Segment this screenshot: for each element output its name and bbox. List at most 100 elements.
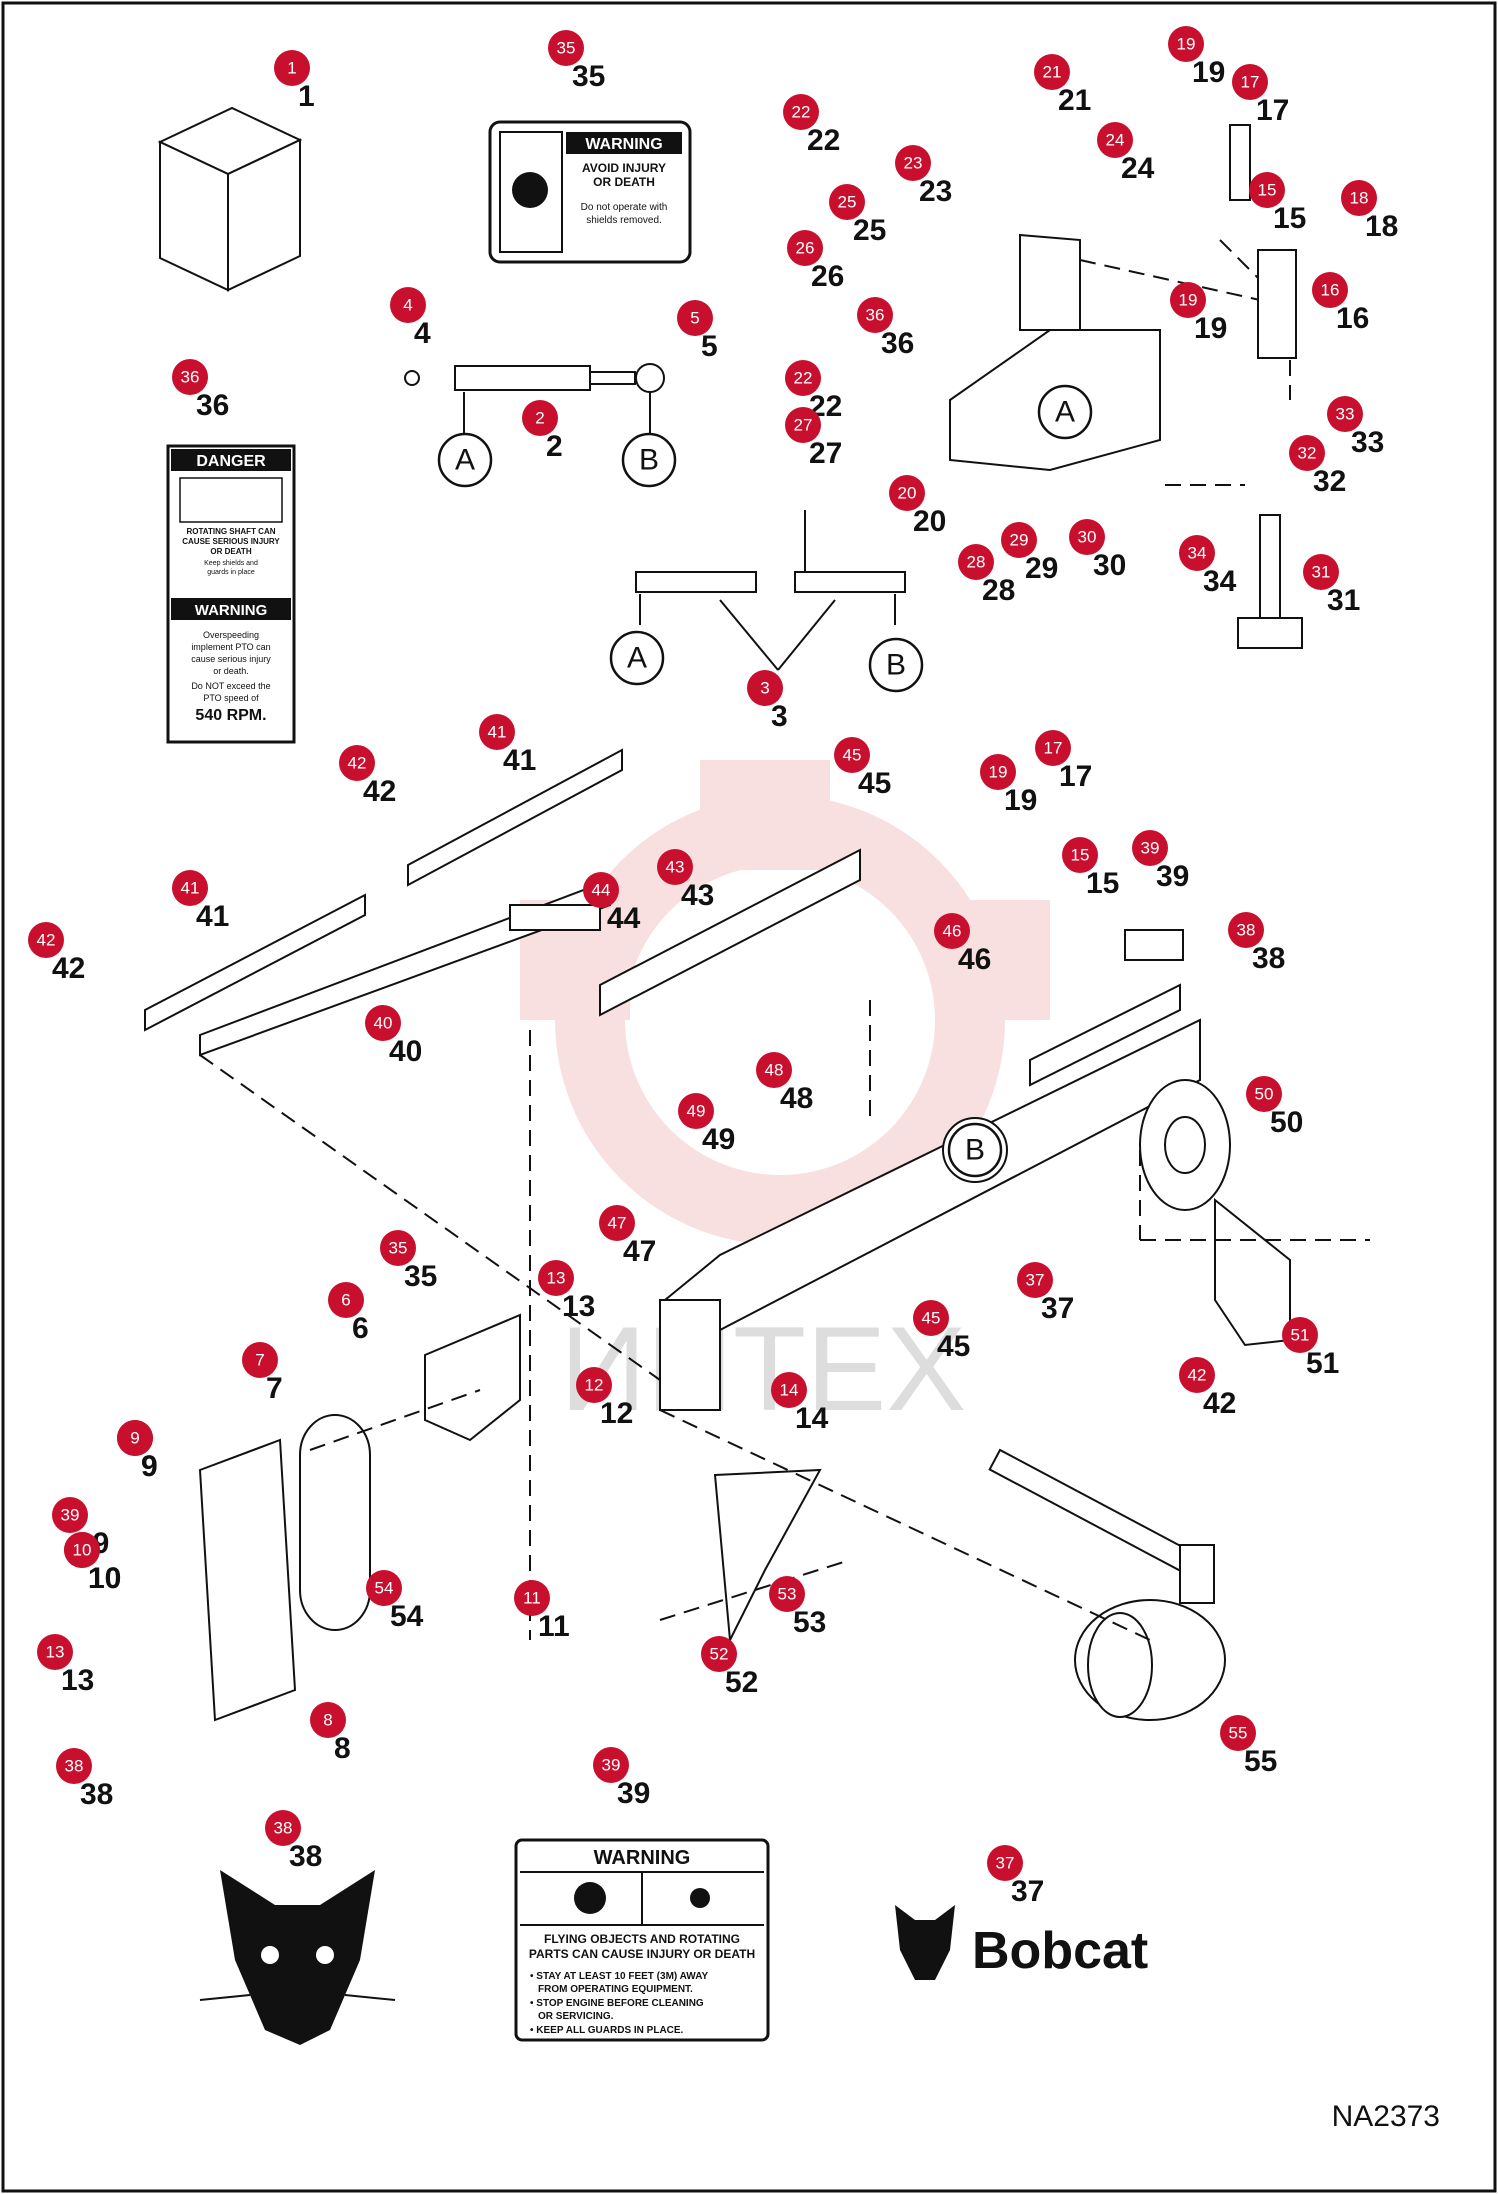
callout-badge-circle <box>829 184 865 220</box>
callout-badge-20: 20 <box>889 475 925 511</box>
callout-badge-39: 39 <box>593 1747 629 1783</box>
callout-badge-28: 28 <box>958 544 994 580</box>
callout-badge-42: 42 <box>28 922 64 958</box>
decal-39-line: • STAY AT LEAST 10 FEET (3M) AWAY <box>530 1971 708 1982</box>
callout-number-40: 40 <box>389 1035 422 1068</box>
callout-number-52: 52 <box>725 1666 758 1699</box>
callout-badge-label: 21 <box>1043 63 1062 82</box>
callout-badge-label: 41 <box>181 879 200 898</box>
callout-badge-13: 13 <box>538 1260 574 1296</box>
callout-badge-label: 24 <box>1106 131 1125 150</box>
callout-badge-42: 42 <box>339 745 375 781</box>
callout-layer: 1122334455667788991010111112121313131314… <box>28 26 1398 1908</box>
svg-text:A: A <box>627 642 647 675</box>
callout-badge-circle <box>895 145 931 181</box>
decal-36-line: PTO speed of <box>203 693 259 703</box>
callout-badge-label: 45 <box>922 1309 941 1328</box>
callout-number-13: 13 <box>562 1290 595 1323</box>
callout-number-22: 22 <box>807 124 840 157</box>
watermark-gear-logo <box>520 760 1050 1245</box>
decal-36-line: ROTATING SHAFT CAN <box>186 527 275 536</box>
callout-badge-label: 9 <box>130 1429 139 1448</box>
callout-badge-circle <box>1312 272 1348 308</box>
callout-badge-label: 17 <box>1241 73 1260 92</box>
callout-number-39: 39 <box>617 1777 650 1810</box>
callout-number-42: 42 <box>363 775 396 808</box>
callout-badge-circle <box>117 1420 153 1456</box>
callout-badge-label: 34 <box>1188 544 1207 563</box>
callout-number-37: 37 <box>1041 1292 1074 1325</box>
callout-badge-circle <box>1097 122 1133 158</box>
callout-badge-circle <box>365 1005 401 1041</box>
callout-badge-circle <box>599 1205 635 1241</box>
callout-badge-6: 6 <box>328 1282 364 1318</box>
callout-badge-label: 32 <box>1298 444 1317 463</box>
callout-badge-circle <box>1327 396 1363 432</box>
callout-badge-11: 11 <box>514 1580 550 1616</box>
callout-badge-circle <box>37 1634 73 1670</box>
callout-badge-circle <box>889 475 925 511</box>
callout-number-19: 19 <box>1004 784 1037 817</box>
callout-badge-circle <box>678 1093 714 1129</box>
callout-badge-circle <box>785 407 821 443</box>
callout-badge-22: 22 <box>785 360 821 396</box>
callout-badge-21: 21 <box>1034 54 1070 90</box>
callout-number-38: 38 <box>1252 942 1285 975</box>
callout-badge-circle <box>380 1230 416 1266</box>
callout-number-24: 24 <box>1121 152 1155 185</box>
callout-badge-label: 5 <box>690 309 699 328</box>
callout-badge-34: 34 <box>1179 535 1215 571</box>
callout-badge-label: 38 <box>65 1757 84 1776</box>
callout-number-11: 11 <box>538 1610 570 1643</box>
callout-badge-circle <box>987 1845 1023 1881</box>
callout-badge-2: 2 <box>522 400 558 436</box>
decal-38-bobcat-head <box>199 1870 396 2045</box>
ref-a-cylinder: A <box>437 432 493 488</box>
callout-badge-label: 25 <box>838 193 857 212</box>
callout-badge-circle <box>328 1282 364 1318</box>
callout-number-35: 35 <box>572 60 605 93</box>
callout-badge-35: 35 <box>548 30 584 66</box>
callout-badge-19: 19 <box>1168 26 1204 62</box>
callout-badge-circle <box>1289 435 1325 471</box>
callout-badge-circle <box>172 870 208 906</box>
callout-badge-circle <box>1001 522 1037 558</box>
callout-number-3: 3 <box>771 700 788 733</box>
callout-badge-circle <box>242 1342 278 1378</box>
callout-number-53: 53 <box>793 1606 826 1639</box>
callout-badge-circle <box>1232 64 1268 100</box>
callout-badge-circle <box>756 1052 792 1088</box>
callout-number-44: 44 <box>607 902 641 935</box>
callout-badge-circle <box>1246 1076 1282 1112</box>
callout-badge-1: 1 <box>274 50 310 86</box>
callout-number-31: 31 <box>1327 584 1360 617</box>
callout-badge-circle <box>538 1260 574 1296</box>
callout-badge-circle <box>1168 26 1204 62</box>
callout-badge-label: 36 <box>866 306 885 325</box>
callout-badge-17: 17 <box>1035 730 1071 766</box>
callout-number-1: 1 <box>298 80 315 113</box>
callout-badge-label: 40 <box>374 1014 393 1033</box>
decal-35-line: shields removed. <box>586 215 662 226</box>
callout-badge-18: 18 <box>1341 180 1377 216</box>
callout-badge-circle <box>576 1367 612 1403</box>
svg-text:B: B <box>965 1134 985 1167</box>
callout-badge-48: 48 <box>756 1052 792 1088</box>
callout-number-54: 54 <box>390 1600 424 1633</box>
callout-badge-label: 22 <box>792 103 811 122</box>
main-frame <box>144 748 1291 1722</box>
callout-badge-circle <box>28 922 64 958</box>
callout-badge-circle <box>274 50 310 86</box>
callout-badge-38: 38 <box>265 1810 301 1846</box>
callout-badge-8: 8 <box>310 1702 346 1738</box>
callout-badge-circle <box>913 1300 949 1336</box>
callout-badge-label: 39 <box>602 1756 621 1775</box>
callout-badge-41: 41 <box>172 870 208 906</box>
callout-badge-label: 19 <box>1179 291 1198 310</box>
callout-badge-label: 11 <box>523 1589 541 1608</box>
callout-badge-label: 49 <box>687 1102 706 1121</box>
construction-lines <box>199 1000 1370 1641</box>
callout-number-36: 36 <box>196 389 229 422</box>
callout-badge-circle <box>677 300 713 336</box>
decal-35-line: OR DEATH <box>593 175 655 189</box>
